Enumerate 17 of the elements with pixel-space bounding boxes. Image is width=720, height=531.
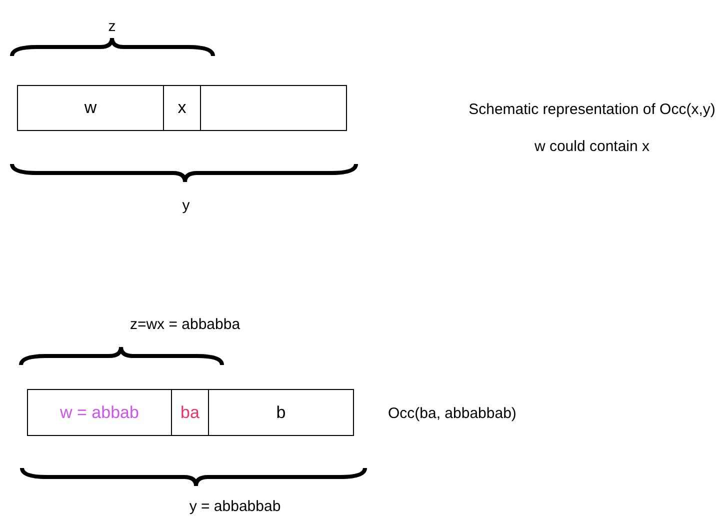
cell-text: ba [180, 402, 200, 422]
brace-label: y = abbabbab [189, 498, 281, 515]
strip-cell [208, 389, 354, 436]
brace-label: z [108, 18, 116, 35]
caption-text: Schematic representation of Occ(x,y) [468, 101, 716, 118]
strip-cell [163, 85, 201, 131]
cell-text: b [276, 402, 286, 422]
strip-cell [17, 85, 164, 131]
caption-text: Occ(ba, abbabbab) [388, 405, 516, 422]
strip-cell [27, 389, 172, 436]
strip-cell [171, 389, 209, 436]
caption-text: w could contain x [534, 138, 650, 155]
cell-text: w = abbab [60, 402, 139, 422]
cell-text: x [178, 98, 186, 118]
brace-label: z=wx = abbabba [130, 316, 240, 333]
cell-text: w [84, 98, 97, 118]
brace-label: y [182, 197, 190, 214]
